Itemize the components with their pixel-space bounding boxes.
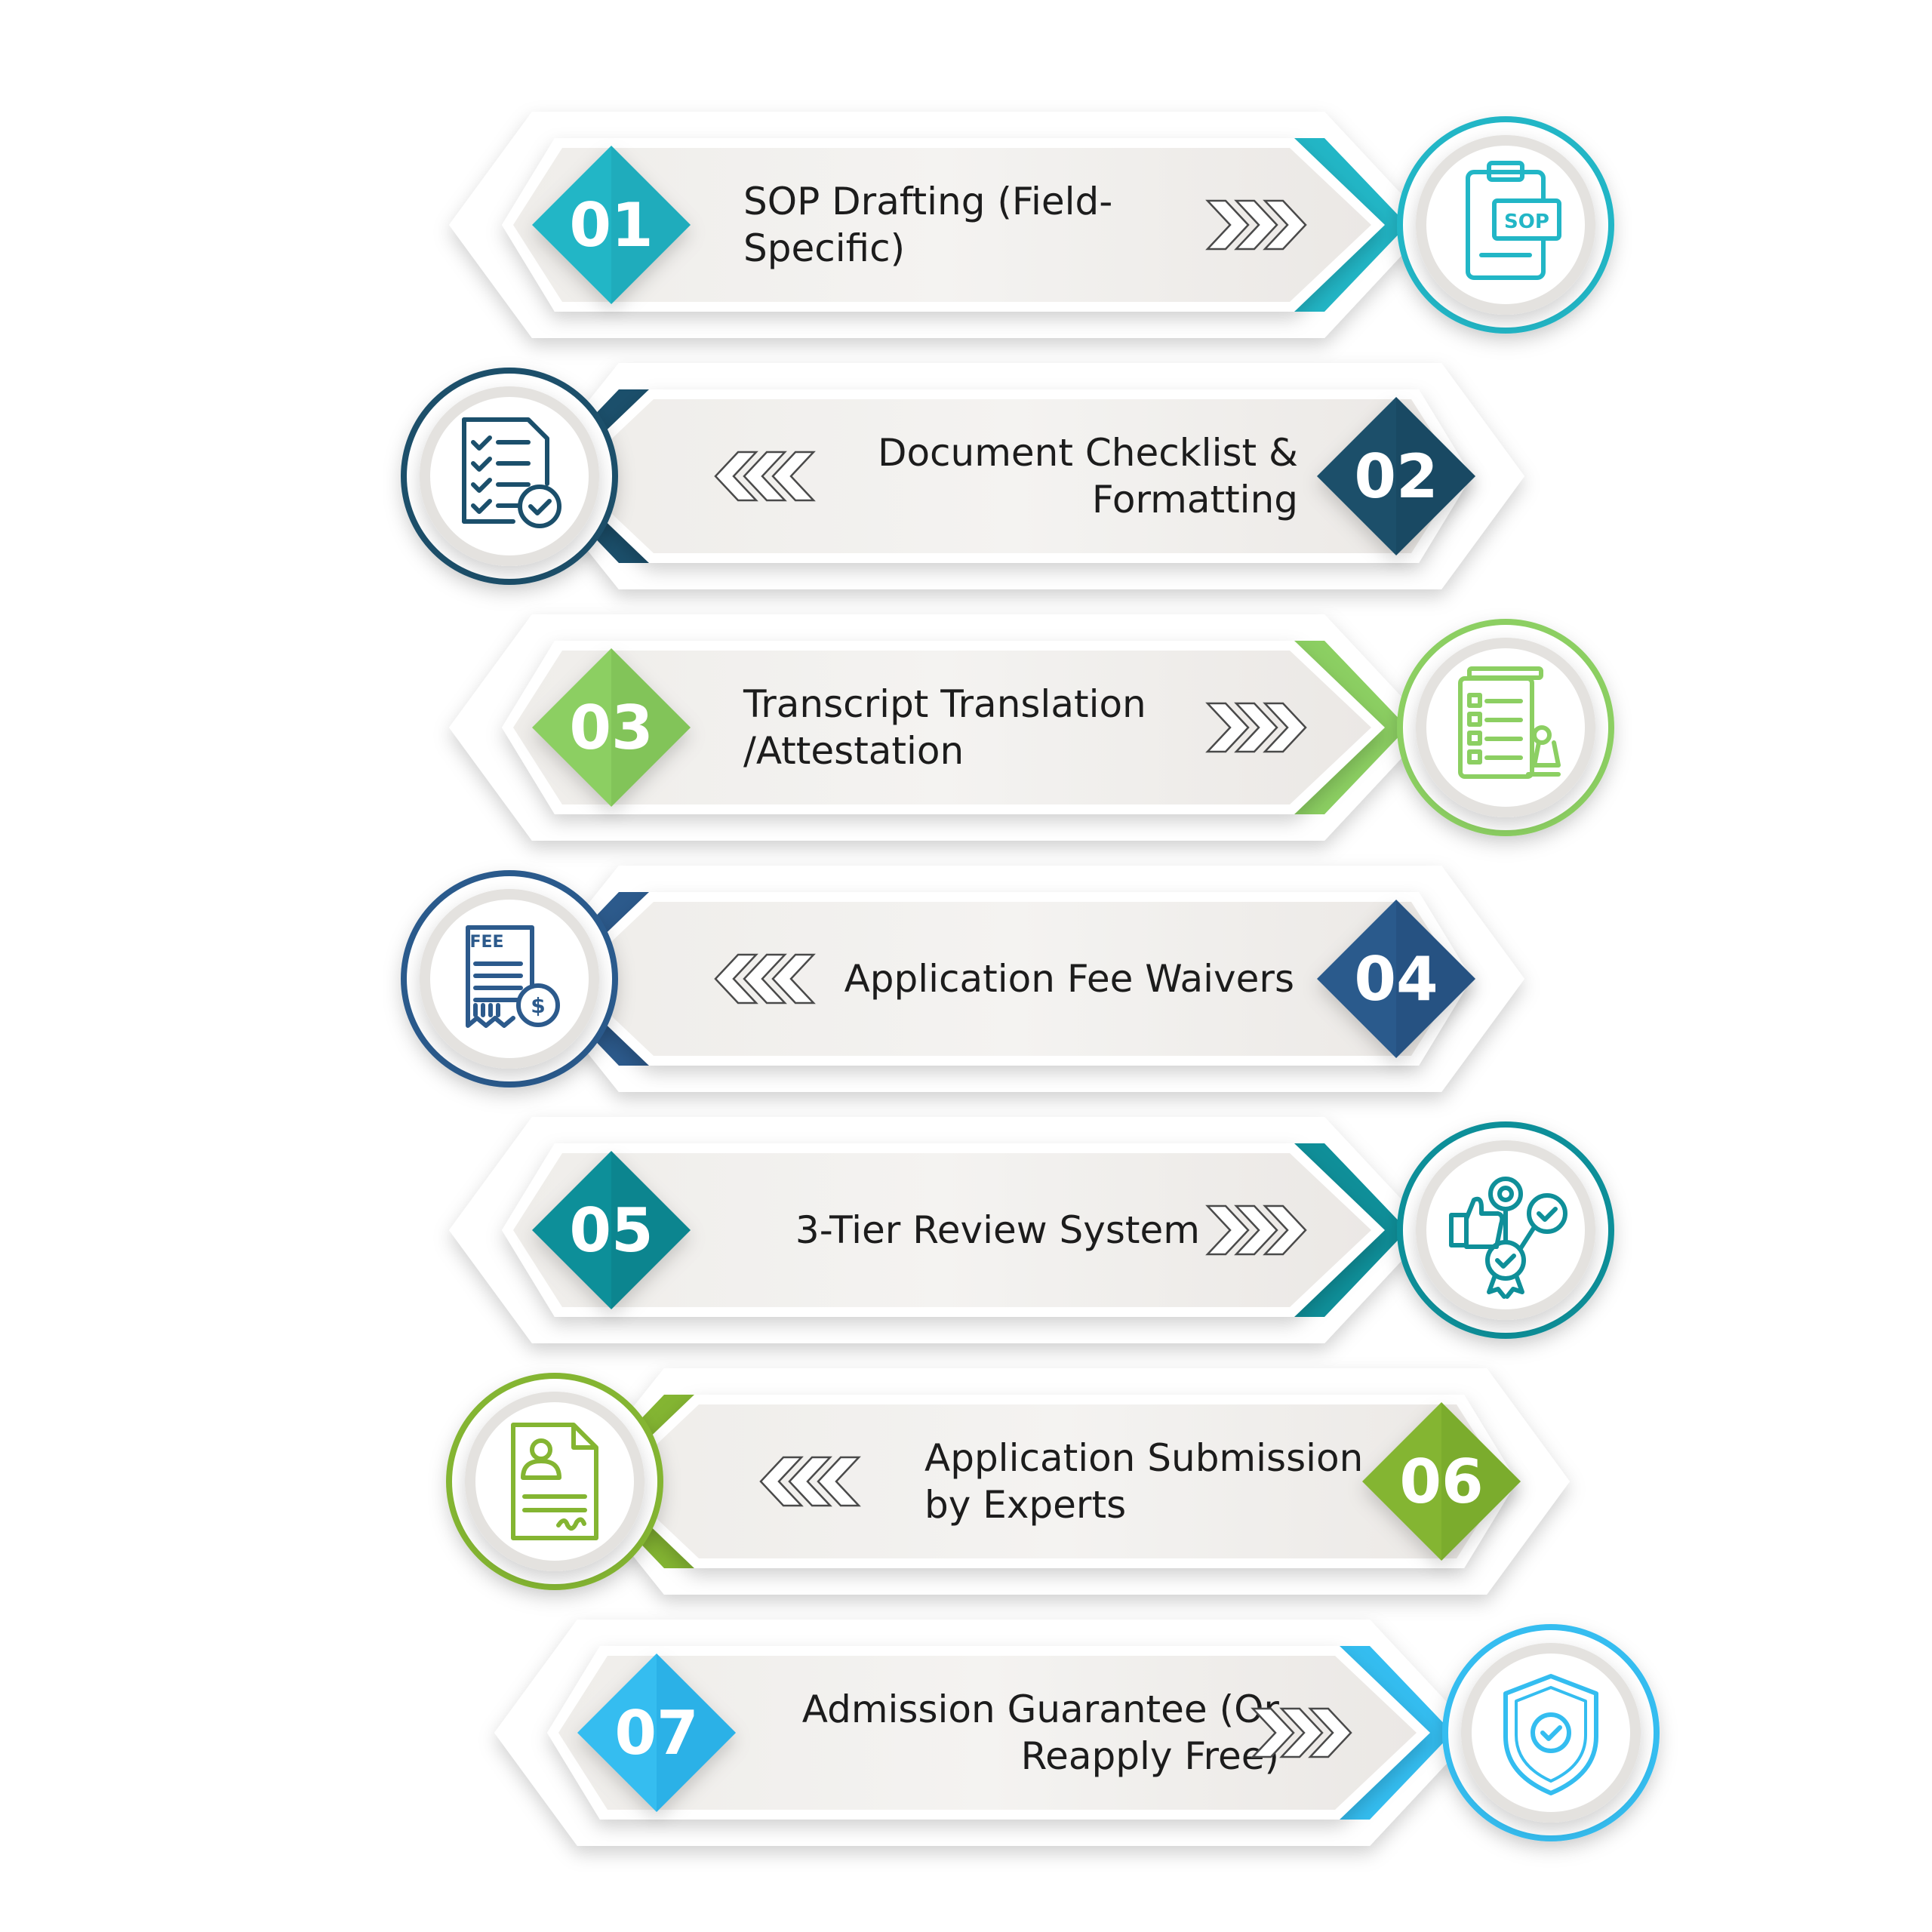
- review-system-icon: [1449, 1177, 1567, 1299]
- step-label: Application Submission: [924, 1436, 1363, 1480]
- arrow-body: [572, 399, 1460, 553]
- step-number-badge: 05: [532, 1151, 691, 1309]
- icon-badge: [1397, 1121, 1614, 1339]
- icon-badge: [401, 368, 618, 585]
- sop-document-icon: SOP: [1466, 161, 1561, 280]
- step-number-badge: 01: [532, 146, 691, 304]
- step-label: Document Checklist &: [878, 431, 1298, 475]
- fee-receipt-icon: FEE $: [466, 925, 560, 1028]
- icon-badge: SOP: [1397, 116, 1614, 334]
- step-number-badge: 07: [577, 1654, 736, 1812]
- chevron-right-icon: [1205, 199, 1307, 251]
- step-number: 02: [1354, 441, 1438, 512]
- step-label: Formatting: [1092, 478, 1298, 521]
- step-row: 02 Document Checklist &Formatting: [401, 363, 1524, 589]
- step-label: by Experts: [924, 1483, 1126, 1527]
- arrow-body: [617, 1404, 1506, 1558]
- icon-badge: [446, 1373, 663, 1590]
- step-number: 04: [1354, 944, 1438, 1014]
- svg-text:FEE: FEE: [469, 933, 503, 952]
- step-label: Specific): [743, 226, 905, 270]
- step-label: 3-Tier Review System: [795, 1208, 1200, 1252]
- svg-text:SOP: SOP: [1504, 211, 1549, 233]
- chevron-right-icon: [1251, 1707, 1352, 1758]
- chevron-right-icon: [1205, 1204, 1307, 1256]
- shield-check-icon: [1503, 1674, 1598, 1795]
- step-label: Application Fee Waivers: [844, 957, 1294, 1001]
- arrow-body: [513, 1153, 1371, 1307]
- chevron-left-icon: [759, 1456, 861, 1507]
- step-number: 03: [569, 693, 653, 763]
- step-number-badge: 02: [1317, 397, 1475, 555]
- step-label: Admission Guarantee (Or: [802, 1687, 1280, 1731]
- arrow-body: [513, 651, 1371, 804]
- arrow-body: [572, 902, 1460, 1056]
- icon-badge: [1397, 619, 1614, 836]
- step-number: 01: [569, 190, 653, 260]
- step-row: 01 SOP Drafting (Field-Specific) SOP: [449, 112, 1614, 338]
- document-checklist-icon: [462, 417, 561, 528]
- certificate-icon: [511, 1423, 598, 1540]
- step-label: Reapply Free): [1021, 1734, 1279, 1778]
- step-row: 03 Transcript Translation/Attestation: [449, 614, 1614, 841]
- step-label: /Attestation: [743, 729, 964, 773]
- step-row: 05 3-Tier Review System: [449, 1117, 1614, 1343]
- chevron-left-icon: [714, 451, 816, 502]
- step-number: 06: [1399, 1447, 1483, 1517]
- step-number: 07: [614, 1698, 698, 1768]
- stamped-document-icon: [1458, 666, 1561, 779]
- step-number-badge: 03: [532, 648, 691, 807]
- step-number: 05: [569, 1195, 653, 1266]
- step-label: SOP Drafting (Field-: [743, 180, 1112, 223]
- arrow-body: [558, 1656, 1417, 1810]
- svg-text:$: $: [531, 993, 545, 1018]
- step-label: Transcript Translation: [743, 682, 1146, 726]
- icon-badge: [1442, 1624, 1660, 1841]
- arrow-body: [513, 148, 1371, 302]
- chevron-left-icon: [714, 953, 816, 1004]
- step-number-badge: 04: [1317, 900, 1475, 1058]
- icon-badge: FEE $: [401, 870, 618, 1088]
- step-number-badge: 06: [1362, 1402, 1521, 1561]
- step-row: 04 Application Fee Waivers FEE $: [401, 866, 1524, 1092]
- chevron-right-icon: [1205, 702, 1307, 753]
